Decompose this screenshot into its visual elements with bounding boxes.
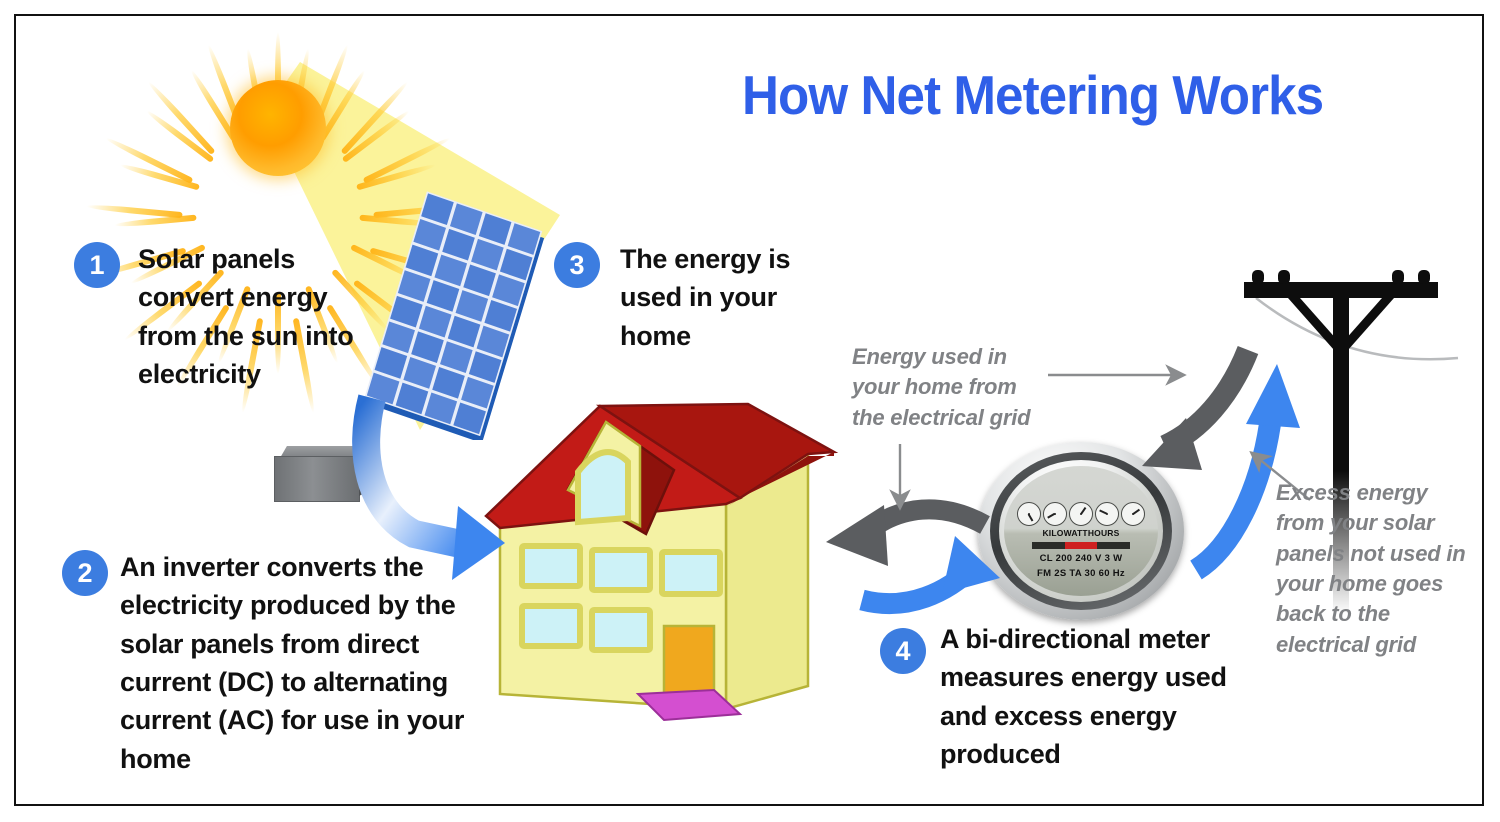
solar-cell (434, 254, 468, 287)
meter-dial (1043, 502, 1067, 526)
meter-units-label: KILOWATTHOURS (1042, 528, 1120, 538)
step-2-badge: 2 (62, 550, 108, 596)
solar-cell (432, 366, 465, 399)
inverter-box-icon (274, 443, 377, 502)
solar-cell (507, 223, 541, 255)
note-grid-to-home: Energy used in your home from the electr… (852, 344, 1031, 430)
note-solar-to-grid: Excess energy from your solar panels not… (1276, 480, 1466, 657)
solar-cell (413, 218, 447, 251)
step-4-text: A bi-directional meter measures energy u… (940, 624, 1227, 769)
meter-spec-line-2: FM 2S TA 30 60 Hz (1037, 567, 1125, 579)
solar-cell (471, 238, 504, 271)
solar-cell (468, 351, 502, 383)
solar-cell (418, 305, 452, 338)
solar-cell (476, 325, 510, 358)
step-1-badge: 1 (74, 242, 120, 288)
solar-cell (478, 213, 512, 245)
meter-dial (1069, 502, 1093, 526)
solar-cell (382, 321, 415, 354)
house-icon (484, 402, 839, 722)
solar-cell (426, 280, 460, 312)
step-1-text: Solar panels convert energy from the sun… (138, 244, 354, 389)
meter-dials (1017, 502, 1145, 526)
solar-cell (442, 228, 475, 261)
step-3-badge: 3 (554, 242, 600, 288)
solar-cell (403, 357, 437, 389)
meter-spec-line-1: CL 200 240 V 3 W (1039, 553, 1123, 564)
meter-dial (1095, 502, 1119, 526)
solar-cell (390, 295, 423, 328)
step-4-badge: 4 (880, 628, 926, 674)
solar-cell (411, 331, 444, 364)
solar-cell (440, 341, 473, 373)
solar-cell (397, 270, 431, 302)
solar-cell (484, 299, 517, 332)
meter-dial (1017, 502, 1041, 526)
solar-cell (447, 315, 481, 348)
meter-spec-plate: CL 200 240 V 3 W FM 2S TA 30 60 Hz (1020, 552, 1142, 588)
solar-cell (455, 290, 489, 322)
solar-cell (374, 347, 408, 379)
utility-pole-icon (1244, 270, 1459, 614)
solar-cell (421, 193, 454, 226)
step-3-text: The energy is used in your home (620, 244, 791, 351)
sun-core (230, 80, 326, 176)
solar-cell (449, 203, 483, 235)
page-title: How Net Metering Works (742, 64, 1324, 126)
step-2-text: An inverter converts the electricity pro… (120, 552, 465, 774)
solar-cell (499, 248, 533, 281)
sun-icon (86, 28, 470, 414)
meter-nameplate-bar (1032, 542, 1130, 549)
solar-cell (463, 264, 496, 297)
meter-dial (1121, 502, 1145, 526)
electric-meter-icon: KILOWATTHOURS CL 200 240 V 3 W FM 2S TA … (978, 442, 1184, 620)
solar-cell (405, 244, 439, 277)
solar-cell (492, 274, 525, 307)
